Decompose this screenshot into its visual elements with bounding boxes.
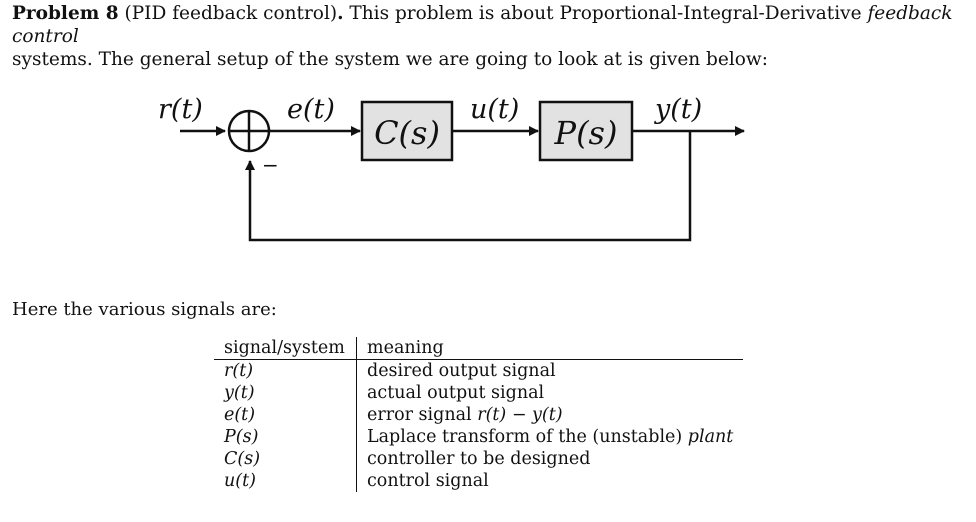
plant-label: P(s) — [554, 114, 618, 152]
signal-meaning: desired output signal — [367, 361, 556, 381]
error-label: e(t) — [287, 94, 335, 125]
problem-dot: . — [337, 3, 344, 24]
output-label: y(t) — [654, 94, 702, 125]
signal-symbol: u(t) — [214, 470, 357, 492]
signals-intro: Here the various signals are: — [12, 299, 277, 320]
minus-sign: − — [262, 153, 279, 177]
summing-junction — [227, 109, 271, 153]
control-label: u(t) — [470, 94, 519, 125]
meaning-emphasis: plant — [687, 427, 734, 447]
signal-symbol: e(t) — [214, 404, 357, 426]
problem-number: Problem 8 — [12, 3, 119, 24]
signal-meaning: controller to be designed — [367, 449, 591, 469]
signal-symbol: r(t) — [214, 359, 357, 382]
signal-symbol: C(s) — [214, 448, 357, 470]
problem-statement: Problem 8 (PID feedback control). This p… — [12, 2, 962, 71]
signal-meaning: Laplace transform of the (unstable) plan… — [357, 426, 744, 448]
signal-meaning: actual output signal — [367, 383, 545, 403]
meaning-math: r(t) − y(t) — [477, 405, 563, 425]
table-row: e(t) error signal r(t) − y(t) — [214, 404, 743, 426]
controller-label: C(s) — [374, 114, 440, 152]
column-header-signal: signal/system — [214, 337, 357, 360]
signal-symbol: P(s) — [214, 426, 357, 448]
problem-line-1: Problem 8 (PID feedback control). This p… — [12, 2, 962, 48]
input-label: r(t) — [158, 94, 203, 125]
table-row: P(s) Laplace transform of the (unstable)… — [214, 426, 743, 448]
column-header-meaning: meaning — [367, 338, 444, 358]
problem-line-2: systems. The general setup of the system… — [12, 49, 768, 70]
signal-meaning: error signal r(t) − y(t) — [357, 404, 744, 426]
meaning-text: Laplace transform of the (unstable) — [367, 427, 688, 447]
table-row: y(t) actual output signal — [214, 382, 743, 404]
table-row: u(t) control signal — [214, 470, 743, 492]
table-row: r(t) desired output signal — [214, 359, 743, 382]
problem-text: This problem is about Proportional-Integ… — [343, 3, 868, 24]
signal-symbol: y(t) — [214, 382, 357, 404]
table-header-row: signal/system meaning — [214, 337, 744, 360]
problem-emphasis: feedback control — [12, 3, 953, 47]
meaning-text: error signal — [367, 405, 478, 425]
plant-block — [538, 100, 634, 162]
block-diagram: r(t) − e(t) C(s) u(t) P(s) y(t) — [158, 94, 745, 242]
table-row: C(s) controller to be designed — [214, 448, 743, 470]
signals-table: signal/system meaning r(t) desired outpu… — [214, 337, 744, 492]
problem-topic: (PID feedback control) — [124, 3, 338, 24]
feedback-path — [245, 131, 692, 242]
signal-meaning: control signal — [367, 471, 489, 491]
